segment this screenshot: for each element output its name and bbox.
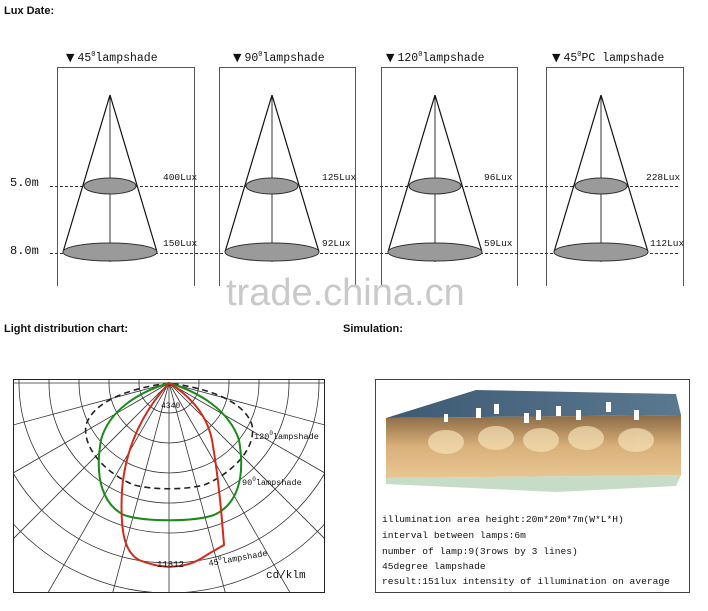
center-value-label: 4340 [161, 402, 181, 411]
curve-45-lampshade [120, 381, 226, 569]
height-label-5m: 5.0m [10, 176, 39, 190]
light-distribution-heading: Light distribution chart: [4, 323, 129, 335]
simulation-panel [375, 379, 690, 593]
label-90-lampshade: 900lampshade [242, 476, 302, 488]
lampshade-title-45: ▼450lampshade [66, 51, 158, 65]
lux-45pc-8m: 112Lux [650, 238, 685, 249]
cone-45pc [553, 94, 649, 262]
polar-grid [14, 380, 324, 592]
cone-90 [224, 94, 320, 262]
cone-120 [387, 94, 483, 262]
lampshade-title-120: ▼1200lampshade [386, 51, 485, 65]
cone-45 [62, 94, 158, 262]
sim-line-interval: interval between lamps:6m [382, 530, 526, 541]
curve-90-lampshade [97, 381, 243, 522]
peak-value-label: 11812 [157, 560, 185, 570]
sim-line-area: illumination area height:20m*20m*7m(W*L*… [382, 514, 624, 525]
sim-line-lampshade: 45degree lampshade [382, 561, 486, 572]
lux-120-5m: 96Lux [484, 172, 513, 183]
unit-label: cd/klm [266, 570, 306, 582]
simulation-heading: Simulation: [343, 323, 403, 335]
lux-90-5m: 125Lux [322, 172, 357, 183]
height-line-5m [50, 186, 678, 187]
height-label-8m: 8.0m [10, 244, 39, 258]
lux-120-8m: 59Lux [484, 238, 513, 249]
light-distribution-chart: 4340 11812 1200lampshade 900lampshade 45… [13, 379, 325, 593]
sim-line-result: result:151lux intensity of illumination … [382, 576, 670, 587]
sim-line-count: number of lamp:9(3rows by 3 lines) [382, 546, 578, 557]
height-line-8m [50, 253, 678, 254]
curve-120-lampshade [84, 382, 254, 490]
lampshade-title-45pc: ▼450PC lampshade [552, 51, 665, 65]
lux-date-heading: Lux Date: [4, 5, 55, 17]
lampshade-cones [62, 94, 649, 262]
lux-45-5m: 400Lux [163, 172, 198, 183]
simulation-render [386, 390, 681, 492]
lux-45-8m: 150Lux [163, 238, 198, 249]
watermark: trade.china.cn [226, 272, 465, 314]
label-120-lampshade: 1200lampshade [254, 430, 319, 442]
lux-90-8m: 92Lux [322, 238, 351, 249]
lux-45pc-5m: 228Lux [646, 172, 681, 183]
lampshade-title-90: ▼900lampshade [233, 51, 325, 65]
